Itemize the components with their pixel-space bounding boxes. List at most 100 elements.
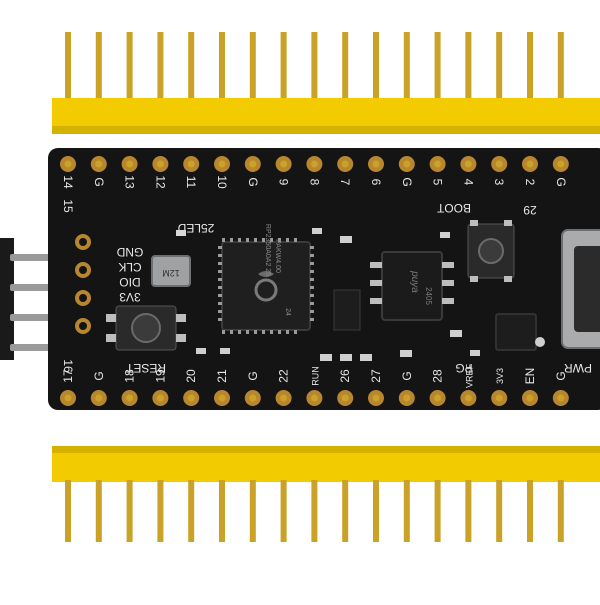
pin-pad-hole (557, 160, 565, 168)
pin-pad-hole (403, 160, 411, 168)
pin-pad-hole (526, 394, 534, 402)
bottom-pin-label: 22 (277, 369, 291, 383)
side-pin (10, 254, 54, 261)
header-pin (403, 32, 410, 102)
top-pin-label: 2 (523, 179, 537, 186)
usb-c-connector (561, 229, 600, 349)
pin-pad-hole (434, 394, 442, 402)
header-pin (557, 32, 564, 102)
header-pin (434, 32, 441, 102)
boot-button (467, 220, 515, 282)
header-pin (527, 32, 533, 102)
pin-pad-hole (341, 394, 349, 402)
pin-pad-hole (403, 394, 411, 402)
small-ic (333, 289, 361, 331)
header-pin (219, 32, 225, 102)
capacitor (450, 330, 462, 337)
top-pin-label: 6 (369, 179, 383, 186)
top-pads (60, 156, 569, 172)
top-pins (65, 32, 564, 102)
pwr-label: PWR (564, 361, 592, 375)
capacitor (400, 350, 412, 357)
boot-label: BOOT (436, 201, 471, 215)
header-pin (95, 480, 102, 542)
pcb-board (48, 148, 600, 410)
pin-pad-hole (64, 160, 72, 168)
header-pin (126, 480, 133, 542)
bottom-pin-label: 3V3 (495, 368, 505, 384)
top-pin-label: 4 (461, 179, 475, 186)
pin-pad-hole (126, 160, 134, 168)
bottom-pin-label: 21 (215, 369, 229, 383)
header-pin (65, 32, 71, 102)
header-pin (249, 480, 256, 542)
header-pin (157, 480, 164, 542)
capacitor (320, 354, 332, 361)
header-pin (403, 480, 410, 542)
flash-brand: puya (409, 270, 420, 293)
header-pin (373, 32, 379, 102)
header-pin (95, 32, 102, 102)
pin-16-label: 16 (61, 359, 75, 373)
header-pin (557, 480, 564, 542)
capacitor (340, 236, 352, 243)
header-pin (188, 32, 195, 102)
side-pin (10, 344, 54, 351)
pin-pad-hole (187, 160, 195, 168)
pin-pad-hole (249, 160, 257, 168)
flash-chip (370, 251, 454, 321)
bottom-header-shadow (52, 446, 600, 453)
capacitor (360, 354, 372, 361)
top-pin-label: 7 (338, 179, 352, 186)
pwr-led (535, 337, 545, 347)
pin-pad-hole (218, 394, 226, 402)
crystal-marking: 12M (162, 268, 180, 278)
resistor (220, 348, 230, 354)
bottom-pin-label: 27 (369, 369, 383, 383)
header-pin (373, 480, 379, 542)
header-pin (496, 32, 503, 102)
led (176, 230, 186, 236)
top-pin-label: G (400, 177, 414, 186)
pg-label: PG (455, 361, 472, 375)
regulator-chip (495, 313, 537, 351)
side-pin (10, 284, 54, 291)
bottom-pin-label: 28 (431, 369, 445, 383)
pin-pad-hole (464, 160, 472, 168)
pin-pad-hole (95, 160, 103, 168)
swd-label: DIO (119, 275, 140, 289)
header-pin (311, 32, 318, 102)
bottom-pin-label: G (92, 371, 106, 380)
header-pin (249, 32, 256, 102)
reset-button (106, 305, 186, 351)
header-pin (157, 32, 164, 102)
top-pin-label: 14 (61, 175, 75, 189)
top-pin-label: 13 (123, 175, 137, 189)
header-pin (219, 480, 225, 542)
pin-pad-hole (464, 394, 472, 402)
pin-pad-hole (280, 160, 288, 168)
bottom-pin-label: G (554, 371, 568, 380)
top-pin-label: 10 (215, 175, 229, 189)
pin-pad-hole (249, 394, 257, 402)
swd-pad-hole (79, 238, 87, 246)
pin-pad-hole (341, 160, 349, 168)
top-pin-label: 8 (307, 179, 321, 186)
side-header (0, 238, 54, 360)
bottom-pin-label: 19 (153, 369, 167, 383)
pin-pad-hole (372, 394, 380, 402)
pin-15-label: 15 (61, 199, 75, 213)
swd-label: CLK (118, 260, 141, 274)
chip-marking-line1: RP2350A0A2 25 (264, 224, 271, 276)
pin-pad-hole (218, 160, 226, 168)
swd-pad-hole (79, 294, 87, 302)
top-pin-label: 9 (277, 179, 291, 186)
chip-marking-line2: PAKW4.00 (274, 239, 281, 273)
pin-pad-hole (557, 394, 565, 402)
header-pin (527, 480, 533, 542)
pin-pad-hole (64, 394, 72, 402)
header-pin (496, 480, 503, 542)
bottom-pin-label: RUN (310, 366, 320, 386)
swd-label: GND (116, 245, 143, 259)
